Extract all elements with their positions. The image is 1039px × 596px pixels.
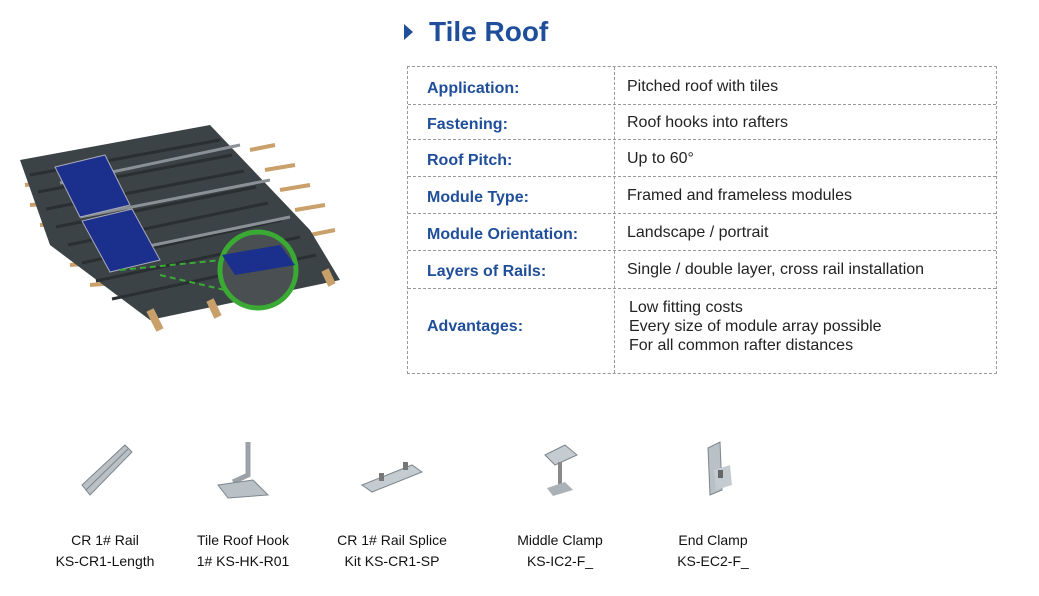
- product-code: 1# KS-HK-R01: [196, 553, 290, 569]
- triangle-bullet-icon: [404, 24, 413, 40]
- spec-value: Framed and frameless modules: [627, 187, 852, 204]
- spec-value: Pitched roof with tiles: [627, 78, 779, 95]
- spec-table: Application: Pitched roof with tiles Fast…: [407, 66, 997, 374]
- spec-value: Low fitting costs: [629, 299, 743, 316]
- page-title: Tile Roof: [404, 16, 548, 48]
- spec-row: Application: Pitched roof with tiles: [408, 67, 996, 105]
- spec-label: Layers of Rails:: [427, 263, 547, 280]
- spec-label: Application:: [427, 80, 520, 97]
- product-name: Middle Clamp: [517, 532, 603, 548]
- product-name: CR 1# Rail: [71, 532, 139, 548]
- spec-value: Every size of module array possible: [629, 318, 882, 335]
- spec-row: Module Type: Framed and frameless modules: [408, 176, 996, 214]
- title-text: Tile Roof: [429, 16, 549, 47]
- spec-row: Fastening: Roof hooks into rafters: [408, 104, 996, 140]
- rail-splice-icon: [360, 462, 424, 493]
- spec-label: Module Type:: [427, 189, 529, 206]
- tile-roof-illustration: [10, 95, 350, 350]
- product-code: KS-EC2-F_: [677, 553, 749, 569]
- middle-clamp-icon: [544, 444, 578, 496]
- end-clamp-icon: [707, 441, 732, 496]
- spec-value: Roof hooks into rafters: [627, 114, 788, 131]
- spec-label: Advantages:: [427, 318, 524, 335]
- product-code: KS-CR1-Length: [55, 553, 155, 569]
- spec-value: For all common rafter distances: [629, 337, 854, 354]
- roof-hook-icon: [217, 442, 270, 499]
- spec-row: Layers of Rails: Single / double layer, c…: [408, 250, 996, 289]
- product-hook: Tile Roof Hook 1# KS-HK-R01: [178, 440, 308, 572]
- column-divider: [614, 67, 615, 373]
- spec-value: Up to 60°: [627, 150, 694, 167]
- spec-label: Roof Pitch:: [427, 152, 513, 169]
- product-name: Tile Roof Hook: [196, 532, 290, 548]
- spec-row: Advantages: Low fitting costs Every size…: [408, 288, 996, 374]
- spec-label: Module Orientation:: [427, 226, 579, 243]
- rail-icon: [81, 444, 133, 496]
- product-name: End Clamp: [678, 532, 748, 548]
- product-name: CR 1# Rail Splice: [337, 532, 447, 548]
- spec-row: Module Orientation: Landscape / portrait: [408, 213, 996, 251]
- spec-label: Fastening:: [427, 116, 508, 133]
- product-code: Kit KS-CR1-SP: [344, 553, 440, 569]
- spec-value: Landscape / portrait: [627, 224, 769, 241]
- product-code: KS-IC2-F_: [526, 553, 594, 569]
- spec-row: Roof Pitch: Up to 60°: [408, 139, 996, 177]
- spec-value: Single / double layer, cross rail instal…: [627, 261, 925, 278]
